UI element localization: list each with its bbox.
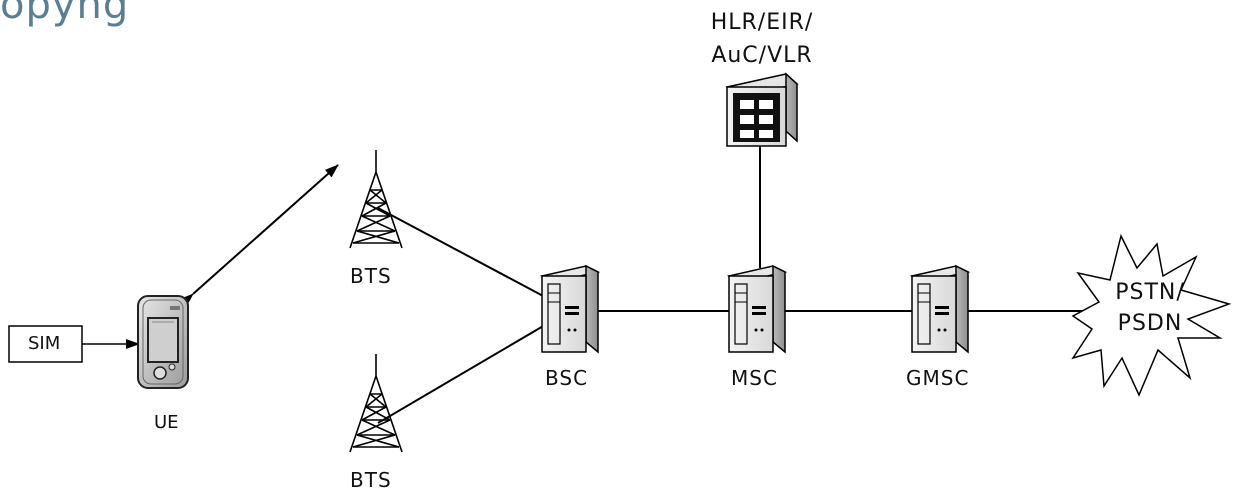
- corner-text-fragment: opyng: [0, 0, 130, 28]
- hlr-label-line2: AuC/VLR: [711, 43, 813, 68]
- radio-link-arrow: [179, 164, 339, 307]
- bts-tower-bottom-icon: [349, 354, 403, 453]
- hlr-label-line1: HLR/EIR/: [710, 10, 814, 35]
- sim-label: SIM: [28, 333, 61, 354]
- bts-tower-top-icon: [349, 150, 403, 249]
- msc-label: MSC: [731, 366, 778, 390]
- pstn-label-line1: PSTN/: [1115, 280, 1185, 305]
- link-bts-top-bsc: [377, 207, 546, 298]
- bts-top-label: BTS: [350, 264, 392, 288]
- hlr-rack-icon: [725, 72, 799, 147]
- connections: [377, 146, 1088, 424]
- gmsc-server-icon: [909, 264, 971, 354]
- gmsc-label: GMSC: [906, 366, 970, 390]
- bsc-server-icon: [539, 264, 601, 354]
- bts-bottom-label: BTS: [350, 468, 392, 492]
- msc-server-icon: [726, 264, 788, 354]
- ue-label: UE: [154, 412, 179, 433]
- pstn-label-line2: PSDN: [1117, 311, 1183, 336]
- pstn-cloud-shape: [1071, 233, 1232, 397]
- bsc-label: BSC: [545, 366, 589, 390]
- link-bts-bottom-bsc: [377, 324, 546, 424]
- ue-phone-icon: [137, 295, 189, 389]
